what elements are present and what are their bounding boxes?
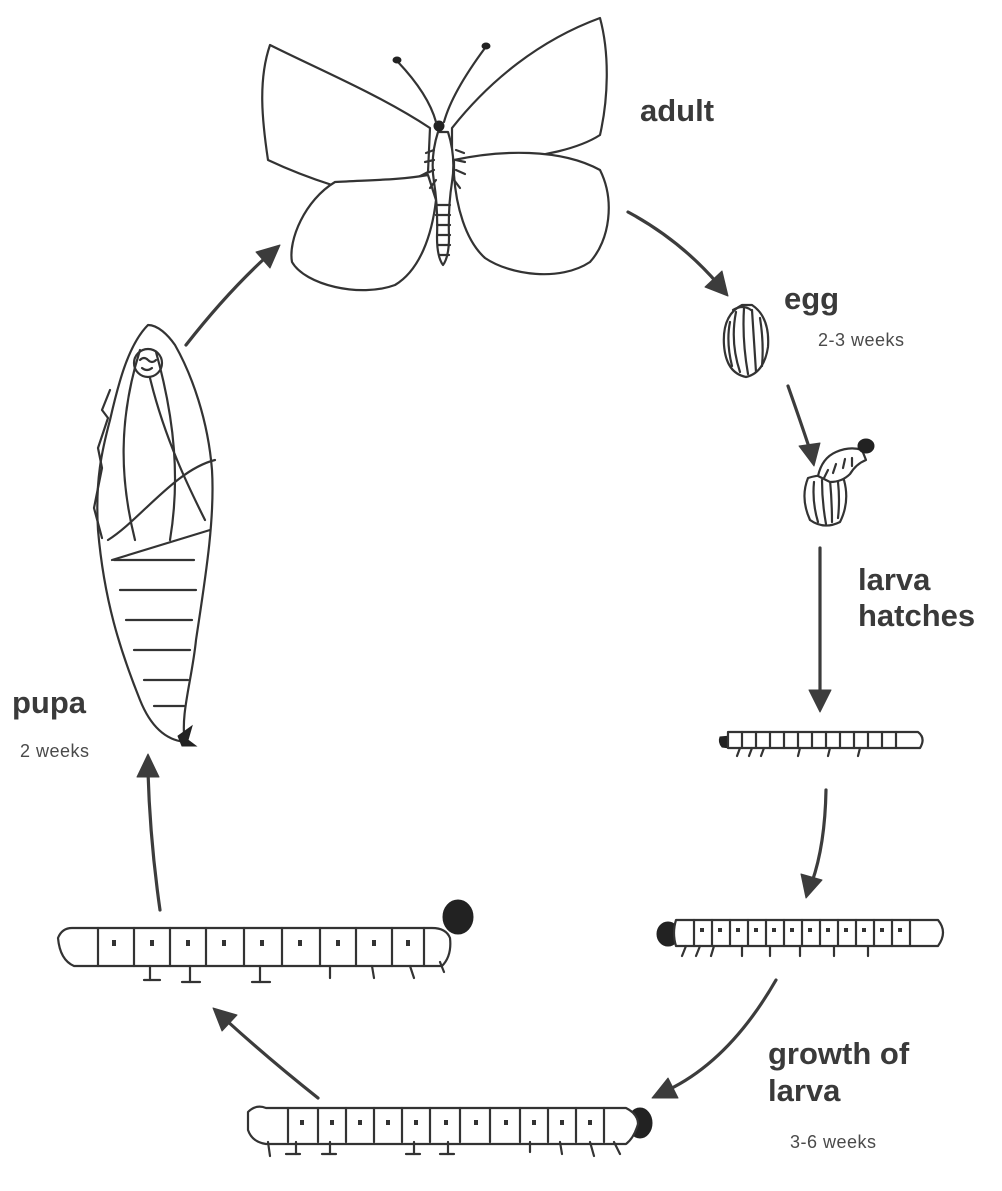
- growth-of-larva-duration: 3-6 weeks: [790, 1132, 877, 1153]
- arrow-grown-larva-to-pupa: [137, 754, 160, 910]
- lower-right-wing: [454, 153, 609, 274]
- upper-right-wing: [452, 18, 607, 160]
- lower-left-wing: [291, 175, 436, 290]
- small-larva-illustration: [719, 732, 922, 756]
- arrow-small-to-medium-larva: [801, 790, 826, 898]
- arrow-adult-to-egg: [628, 212, 728, 296]
- upper-left-wing: [262, 45, 430, 189]
- egg-label: egg: [784, 282, 839, 315]
- pupa-label: pupa: [12, 686, 86, 719]
- egg-duration: 2-3 weeks: [818, 330, 905, 351]
- large-larva-illustration: [248, 1107, 652, 1156]
- arrow-medium-to-large-larva: [652, 980, 776, 1098]
- growth-of-larva-label-line1: growth of: [768, 1037, 909, 1070]
- larva-hatches-label-line2: hatches: [858, 599, 975, 632]
- pupa-illustration: [94, 325, 215, 746]
- arrow-pupa-to-adult: [186, 245, 280, 345]
- butterfly-illustration: [262, 18, 608, 290]
- growth-of-larva-label-line2: larva: [768, 1074, 840, 1107]
- larva-hatches-label-line1: larva: [858, 563, 930, 596]
- grown-larva-illustration: [58, 900, 473, 982]
- adult-label: adult: [640, 94, 714, 127]
- arrow-large-to-grown-larva: [213, 1008, 318, 1098]
- arrow-hatching-to-small-larva: [809, 548, 831, 712]
- pupa-duration: 2 weeks: [20, 741, 90, 762]
- medium-larva-illustration: [657, 920, 943, 956]
- egg-illustration: [724, 305, 768, 377]
- arrow-egg-to-hatching: [788, 386, 820, 466]
